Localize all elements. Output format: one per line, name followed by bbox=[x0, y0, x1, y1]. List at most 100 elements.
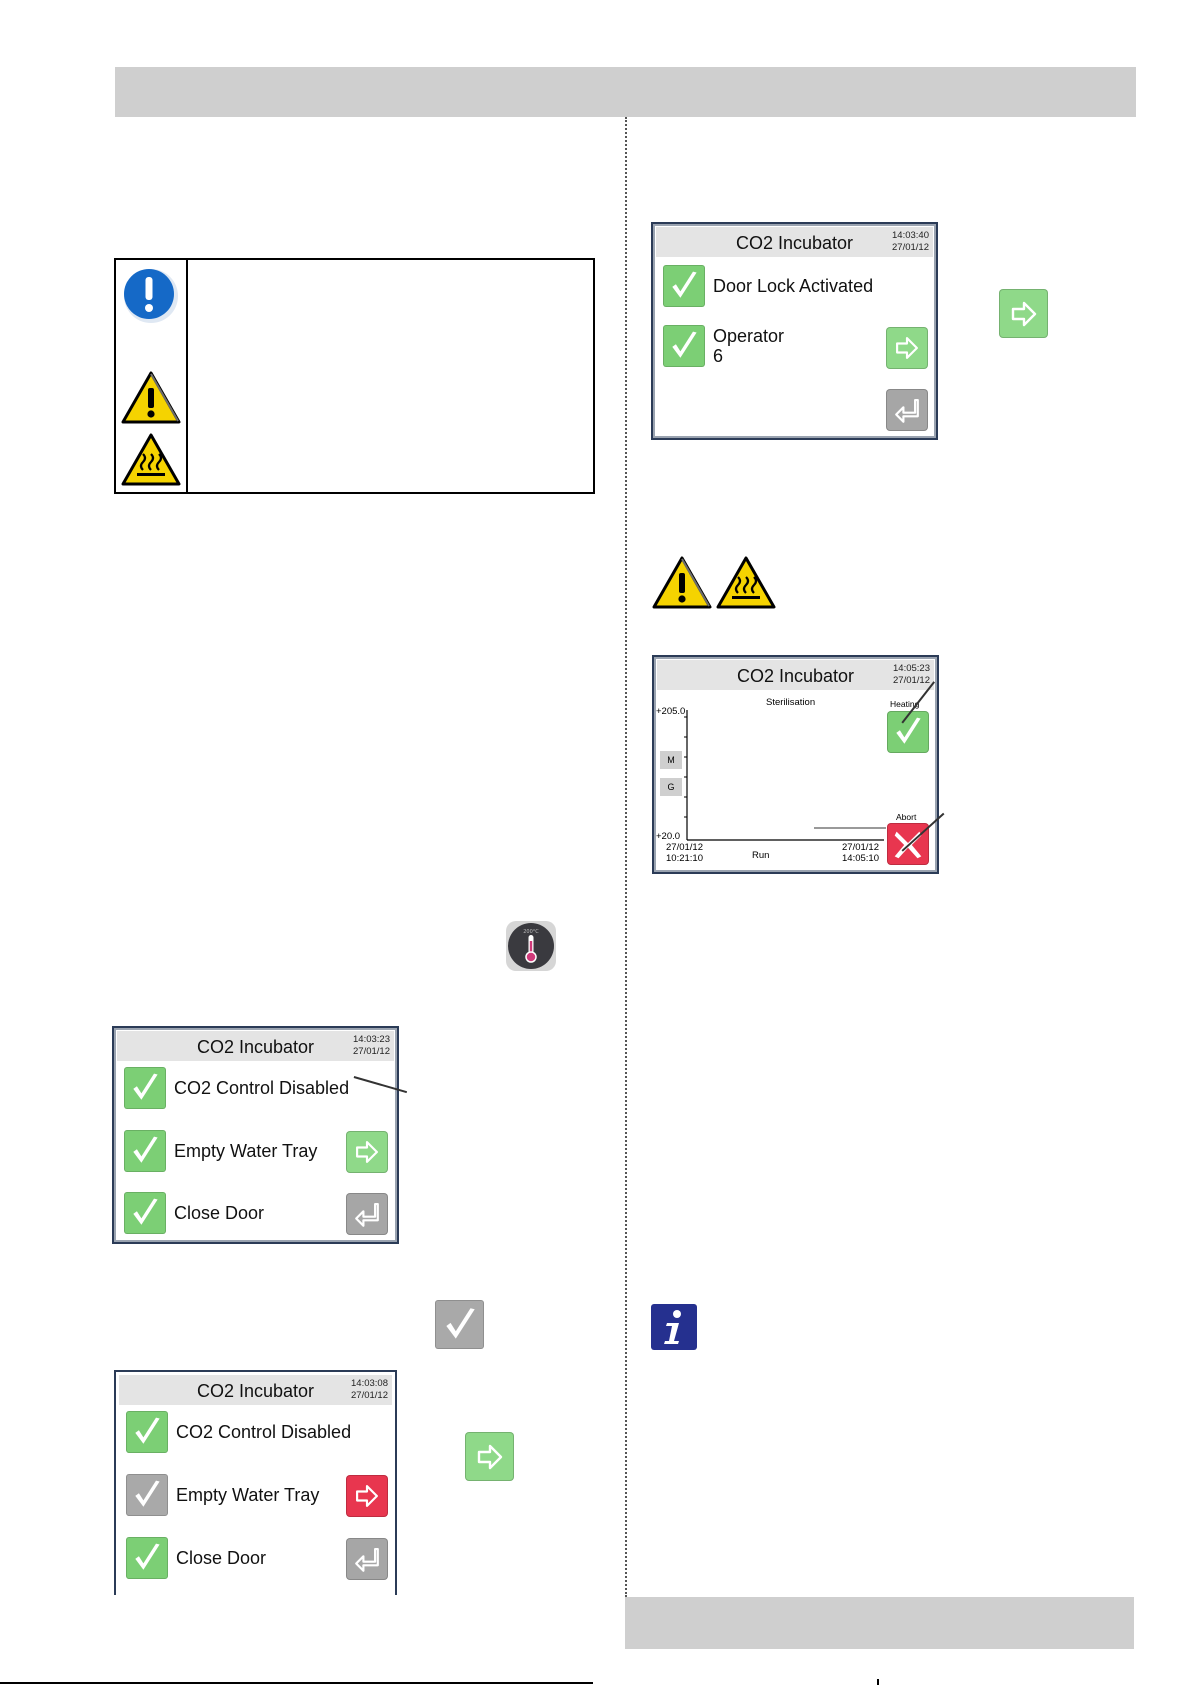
hot-surface-icon bbox=[715, 555, 777, 616]
alarm-list-screen-acknowledged: CO2 Incubator 14:03:08 27/01/12 CO2 Cont… bbox=[114, 1370, 397, 1595]
x-start-label: 27/01/12 10:21:10 bbox=[666, 842, 703, 864]
return-icon bbox=[889, 392, 925, 428]
row-door-lock: Door Lock Activated bbox=[663, 264, 873, 308]
arrow-right-icon bbox=[1004, 294, 1044, 334]
row-operator: Operator 6 bbox=[663, 324, 784, 368]
door-lock-screen: CO2 Incubator 14:03:40 27/01/12 Door Loc… bbox=[651, 222, 938, 440]
screen-title: CO2 Incubator bbox=[736, 666, 855, 686]
screen-date: 27/01/12 bbox=[351, 1390, 388, 1401]
row-label: CO2 Control Disabled bbox=[174, 1078, 350, 1098]
y-tick-min: +20.0 bbox=[656, 831, 681, 842]
arrow-right-icon bbox=[349, 1134, 385, 1170]
check-icon[interactable] bbox=[124, 1130, 166, 1172]
row-label: Close Door bbox=[176, 1548, 267, 1568]
column-divider bbox=[625, 117, 627, 1597]
arrow-right-icon bbox=[889, 330, 925, 366]
x-end-label: 27/01/12 14:05:10 bbox=[842, 842, 879, 864]
row-label: Operator 6 bbox=[713, 326, 784, 366]
screen-time: 14:03:08 bbox=[351, 1378, 388, 1389]
row-co2-control: CO2 Control Disabled bbox=[124, 1066, 349, 1110]
operator-label: Operator bbox=[713, 326, 785, 346]
arrow-right-icon bbox=[349, 1478, 385, 1514]
warning-icon bbox=[116, 370, 186, 426]
x-axis-label: Run bbox=[752, 850, 770, 861]
operator-number: 6 bbox=[713, 346, 724, 366]
sterilisation-screen: CO2 Incubator 14:05:23 27/01/12 Sterilis… bbox=[652, 655, 939, 874]
x-start-date: 27/01/12 bbox=[666, 842, 703, 853]
chart-plot bbox=[684, 710, 886, 841]
row-close-door: Close Door bbox=[124, 1191, 264, 1235]
warning-icon bbox=[651, 555, 713, 616]
footer-bar bbox=[625, 1597, 1134, 1649]
row-label: Door Lock Activated bbox=[713, 276, 874, 296]
heating-check-button[interactable] bbox=[887, 711, 929, 753]
notice-box-divider bbox=[186, 260, 188, 492]
notice-icon bbox=[116, 266, 186, 326]
header-bar bbox=[115, 67, 1136, 117]
screen-clock: 14:03:40 27/01/12 bbox=[892, 230, 929, 254]
check-icon[interactable] bbox=[663, 265, 705, 307]
bottom-rule bbox=[0, 1682, 593, 1684]
safety-notice-box bbox=[114, 258, 595, 494]
chart-title: Sterilisation bbox=[766, 697, 816, 708]
next-button[interactable] bbox=[886, 327, 928, 369]
check-icon[interactable] bbox=[124, 1192, 166, 1234]
row-label: Empty Water Tray bbox=[176, 1485, 320, 1505]
screen-time: 14:05:23 bbox=[893, 663, 930, 674]
x-end-date: 27/01/12 bbox=[842, 842, 879, 853]
alarm-list-screen: CO2 Incubator 14:03:23 27/01/12 CO2 Cont… bbox=[112, 1026, 399, 1244]
grey-check-button[interactable] bbox=[435, 1300, 484, 1349]
next-button[interactable] bbox=[346, 1131, 388, 1173]
screen-date: 27/01/12 bbox=[892, 242, 929, 253]
screen-titlebar: CO2 Incubator 14:03:08 27/01/12 bbox=[119, 1375, 392, 1405]
marker-m-button[interactable]: M bbox=[660, 751, 682, 769]
info-icon bbox=[651, 1304, 697, 1350]
screen-title: CO2 Incubator bbox=[735, 233, 854, 253]
next-button-standalone[interactable] bbox=[999, 289, 1048, 338]
hot-surface-icon bbox=[116, 432, 186, 488]
return-icon bbox=[349, 1541, 385, 1577]
check-icon[interactable] bbox=[663, 325, 705, 367]
check-icon[interactable] bbox=[126, 1537, 168, 1579]
next-button-alarm[interactable] bbox=[346, 1475, 388, 1517]
screen-titlebar: CO2 Incubator 14:03:40 27/01/12 bbox=[656, 227, 933, 257]
screen-date: 27/01/12 bbox=[893, 675, 930, 686]
check-icon bbox=[439, 1304, 481, 1346]
screen-clock: 14:03:23 27/01/12 bbox=[353, 1034, 390, 1058]
row-label: Empty Water Tray bbox=[174, 1141, 318, 1161]
row-label: Close Door bbox=[174, 1203, 265, 1223]
arrow-right-icon bbox=[470, 1437, 510, 1477]
screen-title: CO2 Incubator bbox=[196, 1037, 315, 1057]
screen-titlebar: CO2 Incubator 14:03:23 27/01/12 bbox=[117, 1031, 394, 1061]
abort-label: Abort bbox=[896, 812, 917, 822]
screen-titlebar: CO2 Incubator 14:05:23 27/01/12 bbox=[657, 660, 934, 690]
y-tick-max: +205.0 bbox=[656, 706, 686, 717]
screen-title: CO2 Incubator bbox=[196, 1381, 315, 1401]
check-icon[interactable] bbox=[126, 1411, 168, 1453]
screen-clock: 14:03:08 27/01/12 bbox=[351, 1378, 388, 1402]
check-icon bbox=[890, 714, 926, 750]
check-icon[interactable] bbox=[124, 1067, 166, 1109]
row-water-tray: Empty Water Tray bbox=[126, 1473, 319, 1517]
next-button-standalone[interactable] bbox=[465, 1432, 514, 1481]
check-icon[interactable] bbox=[126, 1474, 168, 1516]
bottom-tick bbox=[877, 1679, 879, 1685]
screen-time: 14:03:23 bbox=[353, 1034, 390, 1045]
row-close-door: Close Door bbox=[126, 1536, 266, 1580]
return-icon bbox=[349, 1196, 385, 1232]
thermometer-icon[interactable]: 200°C bbox=[506, 921, 556, 971]
row-water-tray: Empty Water Tray bbox=[124, 1129, 317, 1173]
return-button[interactable] bbox=[346, 1538, 388, 1580]
x-start-time: 10:21:10 bbox=[666, 853, 703, 864]
heating-label: Heating bbox=[890, 699, 920, 709]
y-axis-ticks bbox=[684, 716, 687, 818]
return-button[interactable] bbox=[346, 1193, 388, 1235]
screen-time: 14:03:40 bbox=[892, 230, 929, 241]
marker-g-button[interactable]: G bbox=[660, 778, 682, 796]
screen-clock: 14:05:23 27/01/12 bbox=[893, 663, 930, 687]
row-label: CO2 Control Disabled bbox=[176, 1422, 352, 1442]
return-button[interactable] bbox=[886, 389, 928, 431]
thermometer-badge: 200°C bbox=[523, 929, 539, 935]
row-co2-control: CO2 Control Disabled bbox=[126, 1410, 351, 1454]
x-end-time: 14:05:10 bbox=[842, 853, 879, 864]
